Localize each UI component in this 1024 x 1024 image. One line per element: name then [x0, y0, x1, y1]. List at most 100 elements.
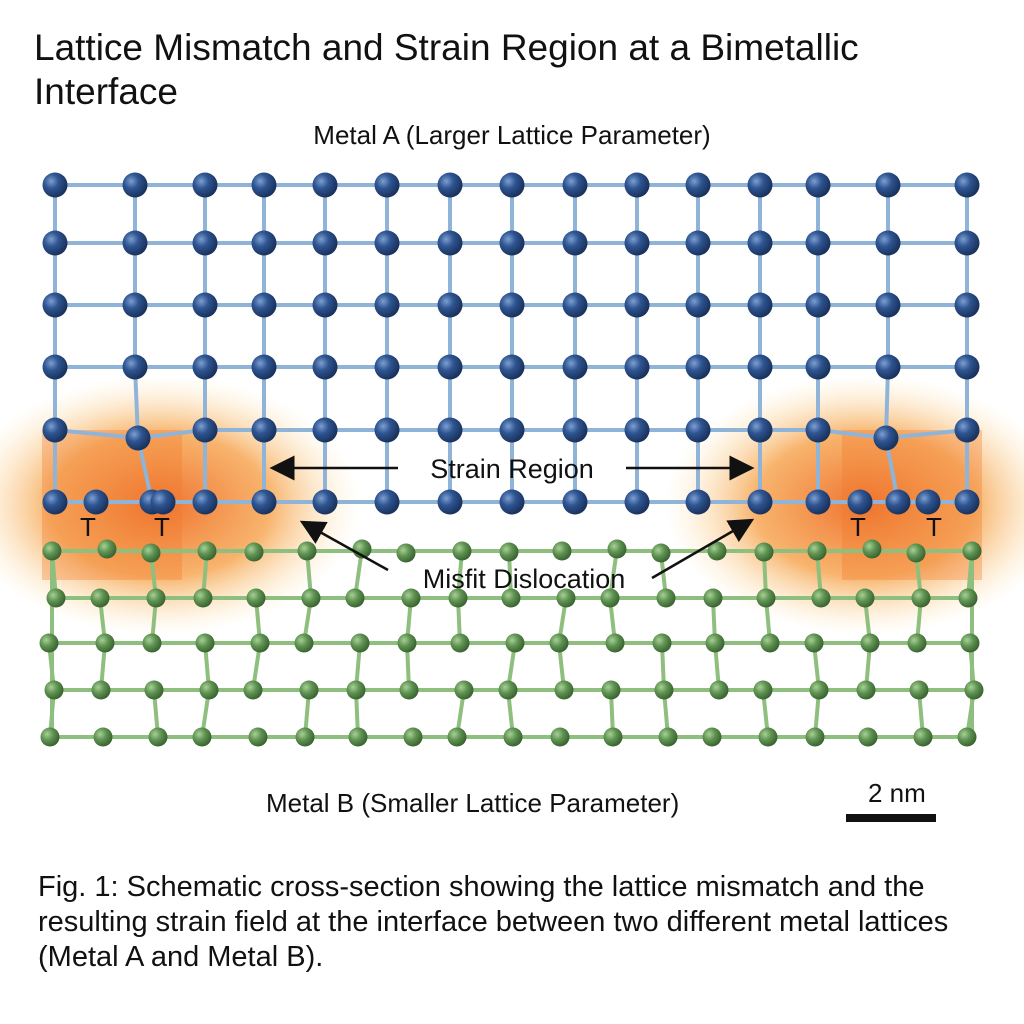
metal-a-atom: [312, 354, 338, 380]
metal-b-atom: [246, 588, 266, 608]
metal-a-atom: [747, 417, 773, 443]
metal-b-atom: [962, 541, 982, 561]
metal-a-atom: [192, 292, 218, 318]
metal-b-atom: [295, 727, 315, 747]
metal-a-atom: [125, 425, 151, 451]
metal-b-atom: [705, 633, 725, 653]
metal-b-atom: [452, 541, 472, 561]
metal-a-atom: [42, 230, 68, 256]
metal-a-atom: [437, 292, 463, 318]
metal-a-atom: [624, 354, 650, 380]
metal-b-atom: [807, 541, 827, 561]
metal-b-atom: [93, 727, 113, 747]
metal-a-atom: [954, 292, 980, 318]
metal-a-atom: [499, 354, 525, 380]
metal-b-atom: [146, 588, 166, 608]
metal-b-atom: [197, 541, 217, 561]
metal-b-atom: [503, 727, 523, 747]
dislocation-symbol: T: [850, 512, 866, 542]
scale-bar-label: 2 nm: [868, 778, 926, 808]
metal-b-atom: [501, 588, 521, 608]
metal-b-atom: [142, 633, 162, 653]
metal-b-atom: [91, 680, 111, 700]
metal-a-bond: [54, 428, 139, 440]
metal-a-atom: [192, 417, 218, 443]
metal-b-atom: [141, 543, 161, 563]
metal-b-atom: [906, 543, 926, 563]
metal-b-atom: [756, 588, 776, 608]
metal-a-atom: [624, 230, 650, 256]
metal-a-atom: [562, 489, 588, 515]
metal-a-atom: [437, 417, 463, 443]
metal-b-atom: [550, 727, 570, 747]
metal-a-atom: [624, 172, 650, 198]
metal-a-atom: [42, 172, 68, 198]
metal-a-atom: [499, 292, 525, 318]
strain-region-label: Strain Region: [430, 454, 594, 484]
metal-b-atom: [396, 543, 416, 563]
metal-a-atom: [437, 172, 463, 198]
metal-a-atom: [83, 489, 109, 515]
metal-a-atom: [42, 489, 68, 515]
metal-a-atom: [954, 354, 980, 380]
metal-a-atom: [562, 292, 588, 318]
metal-b-atom: [600, 588, 620, 608]
metal-a-atom: [251, 292, 277, 318]
metal-a-atom: [251, 417, 277, 443]
metal-a-atoms: [42, 172, 980, 515]
metal-b-atom: [40, 727, 60, 747]
dislocation-symbol: T: [154, 512, 170, 542]
metal-a-atom: [875, 230, 901, 256]
metal-a-atom: [374, 489, 400, 515]
metal-a-atom: [499, 172, 525, 198]
metal-b-atom: [753, 680, 773, 700]
metal-a-atom: [954, 417, 980, 443]
metal-b-atom: [605, 633, 625, 653]
metal-a-atom: [499, 489, 525, 515]
metal-b-atom: [403, 727, 423, 747]
metal-a-atom: [42, 292, 68, 318]
metal-b-atom: [652, 633, 672, 653]
metal-b-atom: [860, 633, 880, 653]
metal-a-atom: [312, 417, 338, 443]
metal-a-atom: [374, 292, 400, 318]
metal-a-atom: [312, 230, 338, 256]
strain-region-annotation: Strain Region: [269, 454, 755, 484]
metal-b-atom: [46, 588, 66, 608]
metal-b-atom: [199, 680, 219, 700]
metal-b-atom: [505, 633, 525, 653]
metal-a-atom: [747, 292, 773, 318]
metal-b-atom: [297, 541, 317, 561]
metal-b-atom: [760, 633, 780, 653]
metal-b-atom: [192, 727, 212, 747]
metal-a-atom: [885, 489, 911, 515]
metal-a-atom: [685, 292, 711, 318]
metal-a-bond: [885, 428, 968, 440]
metal-b-atom: [90, 588, 110, 608]
scale-bar: [846, 814, 936, 822]
misfit-dislocation-annotation: Misfit Dislocation: [299, 518, 755, 594]
metal-b-atom: [856, 680, 876, 700]
metal-b-atom: [909, 680, 929, 700]
metal-a-atom: [875, 292, 901, 318]
metal-b-atom: [601, 680, 621, 700]
metal-b-atom: [811, 588, 831, 608]
metal-a-atom: [42, 417, 68, 443]
metal-a-atom: [847, 489, 873, 515]
metal-a-atom: [251, 489, 277, 515]
metal-b-atom: [656, 588, 676, 608]
metal-b-atom: [401, 588, 421, 608]
metal-b-atom: [958, 588, 978, 608]
metal-b-atom: [862, 539, 882, 559]
metal-a-atom: [805, 230, 831, 256]
metal-a-atom: [437, 354, 463, 380]
metal-a-atom: [312, 172, 338, 198]
metal-a-atom: [954, 172, 980, 198]
metal-a-atom: [624, 489, 650, 515]
metal-b-atom: [858, 727, 878, 747]
metal-a-atom: [875, 354, 901, 380]
metal-b-atom: [44, 680, 64, 700]
metal-b-atom: [702, 727, 722, 747]
metal-a-atom: [374, 417, 400, 443]
